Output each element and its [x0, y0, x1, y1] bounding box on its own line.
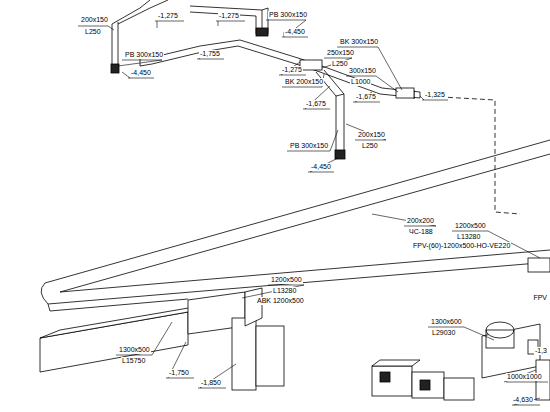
dimension-label: L1000 — [350, 78, 371, 86]
dimension-label: L250 — [84, 28, 102, 36]
upper-duct-run — [256, 28, 268, 36]
dimension-label: FPV — [532, 294, 548, 302]
dimension-label: 200x150 — [80, 16, 109, 24]
lower-ducts — [232, 318, 256, 390]
lower-ducts — [420, 380, 430, 390]
dimension-label: L250 — [361, 142, 379, 150]
dimension-label: L15750 — [121, 357, 146, 365]
dimension-label: -1,275 — [157, 12, 179, 20]
dimension-label: 1200x500 — [454, 222, 487, 230]
leader-lines — [346, 124, 386, 140]
leader-lines — [118, 60, 162, 78]
dimension-label: L250 — [331, 60, 349, 68]
dimension-label: -4,450 — [130, 69, 152, 77]
lower-ducts — [380, 372, 390, 382]
dimension-label: -4,630 — [512, 396, 534, 404]
leader-lines — [303, 86, 330, 109]
dimension-label: 300x150 — [348, 67, 377, 75]
main-duct — [48, 304, 50, 311]
leader-lines — [346, 76, 398, 92]
dimension-label: PB 300x150 — [268, 11, 308, 19]
dimension-label: L13280 — [456, 233, 481, 241]
dimension-label: 200x150 — [357, 131, 386, 139]
leader-lines — [287, 130, 338, 151]
dimension-label: -1,675 — [355, 93, 377, 101]
dimension-label: -1,755 — [199, 50, 221, 58]
main-duct — [41, 140, 550, 311]
dimension-label: -1,750 — [168, 369, 190, 377]
lower-ducts — [245, 288, 262, 326]
leader-lines — [353, 92, 380, 102]
dimension-label: L29030 — [431, 329, 456, 337]
lower-ducts — [372, 366, 412, 396]
main-duct — [41, 283, 48, 304]
leader-lines — [198, 364, 236, 388]
leader-lines — [279, 62, 324, 87]
main-duct — [45, 140, 550, 292]
dimension-label: -1,275 — [218, 12, 240, 20]
dashed-connection — [424, 96, 520, 214]
dimension-label: 1200x500 — [270, 276, 303, 284]
leader-lines — [166, 342, 194, 378]
dimension-label: ЧС-188 — [408, 228, 434, 236]
dimension-label: 200x200 — [406, 217, 435, 225]
lower-ducts — [412, 372, 444, 398]
upper-duct-run — [335, 150, 345, 159]
dimension-label: BK 300x150 — [339, 38, 379, 46]
dimension-label: L13280 — [272, 287, 297, 295]
leader-lines — [428, 327, 494, 340]
dimension-label: 250x150 — [326, 49, 355, 57]
lower-ducts — [444, 378, 474, 400]
leader-lines — [155, 21, 184, 28]
upper-duct-run — [111, 0, 420, 159]
main-duct — [48, 250, 550, 311]
upper-duct-run — [111, 64, 119, 73]
lower-ducts — [486, 330, 514, 348]
leader-lines — [372, 214, 436, 226]
dimension-label: 1300x600 — [430, 318, 463, 326]
dimension-label: 1300x500 — [118, 346, 151, 354]
upper-duct-run — [152, 46, 420, 98]
lower-ducts — [40, 306, 200, 338]
dimension-label: PB 300x150 — [124, 51, 164, 59]
dimension-label: -1,675 — [305, 100, 327, 108]
leader-lines — [504, 370, 548, 382]
dimension-label: -1,325 — [424, 91, 446, 99]
leader-lines — [216, 21, 245, 26]
leader-lines — [78, 20, 548, 405]
leader-lines — [308, 158, 338, 172]
lower-ducts — [372, 360, 420, 366]
upper-duct-run — [300, 60, 322, 70]
dimension-label: BK 200x150 — [284, 78, 324, 86]
upper-duct-run — [150, 40, 420, 92]
dimension-label: FPV-(60)-1200x500-HO-VE220 — [412, 242, 511, 250]
leader-lines — [116, 322, 172, 355]
dimension-label: PB 300x150 — [289, 142, 329, 150]
lower-ducts — [528, 258, 550, 272]
dimension-label: 1000x1000 — [506, 373, 543, 381]
dimension-label: -1,3 — [534, 347, 548, 355]
dimension-label: -4,450 — [310, 163, 332, 171]
dimension-label: ABK 1200x500 — [256, 297, 305, 305]
lower-ducts — [40, 258, 550, 400]
dimension-label: -1,275 — [281, 66, 303, 74]
dimension-label: -1,850 — [200, 379, 222, 387]
upper-duct-run — [140, 58, 420, 99]
upper-duct-run — [396, 88, 414, 98]
dimension-label: -4,450 — [284, 28, 306, 36]
leader-lines — [266, 20, 308, 37]
lower-ducts — [256, 326, 284, 386]
